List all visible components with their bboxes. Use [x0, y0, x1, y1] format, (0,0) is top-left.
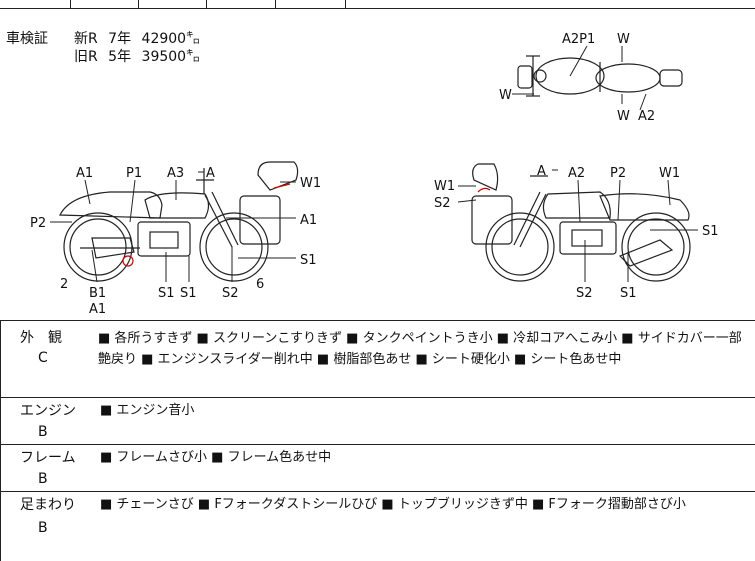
- left-label-s1-right: S1: [300, 253, 317, 268]
- section-line-suspension-1: ■ チェーンさび ■ Fフォークダストシールひび ■ トップブリッジきず中 ■ …: [100, 497, 686, 512]
- section-grade-engine: B: [38, 424, 48, 440]
- right-label-a: A: [537, 164, 546, 179]
- left-label-p1: P1: [126, 166, 142, 181]
- right-label-s1-right: S1: [702, 224, 719, 239]
- section-title-suspension: 足まわり: [20, 497, 76, 513]
- left-label-2: 2: [60, 277, 68, 292]
- section-grade-frame: B: [38, 471, 48, 487]
- section-divider-3: [0, 491, 755, 492]
- leader-lines: [50, 45, 698, 283]
- left-label-a: A: [206, 166, 215, 181]
- right-label-w1-right: W1: [659, 166, 680, 181]
- top-border: [0, 8, 755, 9]
- damage-diagram: A2P1 W W W A2 A1 P1 A3 A W1 P2 A1 S1 2 B…: [30, 32, 719, 317]
- left-label-p2: P2: [30, 216, 46, 231]
- left-label-w1: W1: [300, 176, 321, 191]
- top-cell-divider-5: [345, 0, 346, 8]
- top-label-w-left: W: [499, 88, 512, 103]
- top-cell-divider-1: [70, 0, 71, 8]
- left-label-s2: S2: [222, 286, 239, 301]
- section-divider-0: [0, 320, 755, 321]
- section-line-appearance-1: ■ 各所うすきず ■ スクリーンこすりきず ■ タンクペイントうき小 ■ 冷却コ…: [98, 331, 742, 346]
- section-line-appearance-2: 艶戻り ■ エンジンスライダー削れ中 ■ 樹脂部色あせ ■ シート硬化小 ■ シ…: [98, 352, 622, 367]
- inspection-label: 車検証: [6, 31, 48, 47]
- left-label-a1: A1: [76, 166, 93, 181]
- right-label-s2-left: S2: [434, 196, 451, 211]
- left-side-bike: [59, 161, 299, 282]
- left-label-a3: A3: [167, 166, 184, 181]
- section-title-appearance: 外 観: [20, 330, 62, 346]
- section-divider-1: [0, 397, 755, 398]
- top-cell-divider-3: [206, 0, 207, 8]
- inspection-old-row: 旧R 5年 39500㌔: [74, 49, 201, 65]
- right-label-p2: P2: [610, 166, 626, 181]
- section-line-engine-1: ■ エンジン音小: [100, 403, 195, 418]
- top-cell-divider-4: [275, 0, 276, 8]
- section-line-frame-1: ■ フレームさび小 ■ フレーム色あせ中: [100, 450, 332, 465]
- section-title-frame: フレーム: [20, 450, 76, 466]
- top-label-w-bottom: W: [617, 109, 630, 124]
- section-grade-suspension: B: [38, 520, 48, 536]
- left-label-s1b: S1: [180, 286, 197, 301]
- right-label-s2-bottom: S2: [576, 286, 593, 301]
- top-label-a2: A2: [638, 109, 655, 124]
- section-title-engine: エンジン: [20, 403, 76, 419]
- left-label-6: 6: [256, 277, 264, 292]
- left-label-b1: B1: [89, 286, 106, 301]
- top-label-a2p1: A2P1: [562, 32, 595, 47]
- left-label-a1-bottom: A1: [89, 302, 106, 317]
- section-column-divider: [0, 320, 1, 561]
- right-label-a2: A2: [568, 166, 585, 181]
- left-label-s1a: S1: [158, 286, 175, 301]
- right-side-bike: [471, 163, 691, 282]
- right-label-w1-left: W1: [434, 179, 455, 194]
- inspection-new-row: 新R 7年 42900㌔: [74, 31, 201, 47]
- top-view-bike: [517, 55, 683, 97]
- right-label-s1-bottom: S1: [620, 286, 637, 301]
- top-label-w-top: W: [617, 32, 630, 47]
- left-label-a1-right: A1: [300, 213, 317, 228]
- damage-marks: [122, 183, 491, 267]
- top-cell-divider-2: [138, 0, 139, 8]
- section-divider-2: [0, 444, 755, 445]
- section-grade-appearance: C: [38, 350, 48, 366]
